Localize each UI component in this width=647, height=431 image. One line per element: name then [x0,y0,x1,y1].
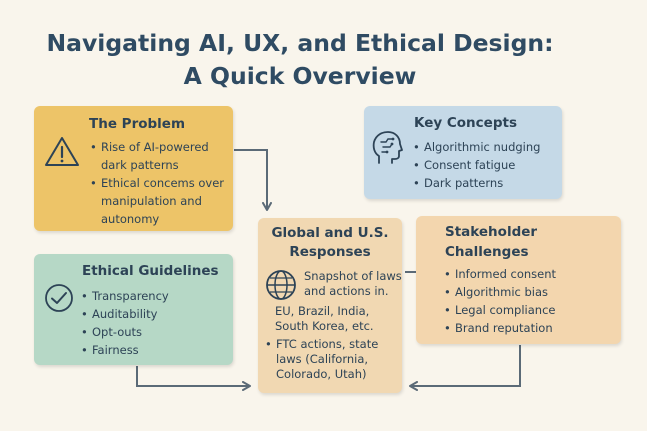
problem-heading: The Problem [89,116,186,132]
global-responses-card: Global and U.S. Responses Snapshot of la… [258,218,402,393]
stakeholder-heading-line-1: Stakeholder [445,224,538,240]
list-item: Auditability [81,305,169,323]
list-item: FTC actions, state laws (California, Col… [265,337,400,382]
global-countries-line-1: EU, Brazil, India, [275,304,370,318]
stakeholder-heading: Stakeholder Challenges [445,222,537,262]
list-item: Legal compliance [444,301,556,319]
list-item: Rise of AI-powered dark patterns [90,138,230,174]
list-item: Consent fatigue [413,156,540,174]
list-item: Fairness [81,341,169,359]
problem-bullets: Rise of AI-powered dark patterns Ethical… [90,138,230,228]
globe-icon [266,270,296,300]
global-countries-line-2: South Korea, etc. [275,319,374,333]
stakeholder-heading-line-2: Challenges [445,244,529,260]
key-concepts-bullets: Algorithmic nudging Consent fatigue Dark… [413,138,540,192]
list-item: Brand reputation [444,319,556,337]
global-intro: Snapshot of laws and actions in. [304,269,402,299]
ethics-bullets: Transparency Auditability Opt-outs Fairn… [81,287,169,359]
arrow-stakeholder-to-global [409,345,521,391]
ethical-guidelines-card: Ethical Guidelines Transparency Auditabi… [34,254,233,365]
arrow-ethics-to-global [136,366,251,391]
global-heading-line-2: Responses [289,244,371,260]
stakeholder-bullets: Informed consent Algorithmic bias Legal … [444,265,556,337]
ethics-heading: Ethical Guidelines [82,263,219,279]
head-circuit-icon [372,131,403,164]
key-concepts-card: Key Concepts Algorithmic nudging Consent… [364,106,562,199]
key-concepts-heading: Key Concepts [414,115,517,131]
list-item: Algorithmic nudging [413,138,540,156]
global-heading: Global and U.S. Responses [267,224,393,262]
arrow-problem-to-global [234,149,272,211]
list-item: Ethical concems over manipulation and au… [90,174,230,228]
global-countries: EU, Brazil, India, South Korea, etc. [275,304,374,334]
title-line-1: Navigating AI, UX, and Ethical Design: [46,29,554,57]
global-us-bullets: FTC actions, state laws (California, Col… [265,337,400,382]
global-intro-line-2: and actions in. [304,284,389,298]
global-intro-line-1: Snapshot of laws [304,269,402,283]
list-item: Dark patterns [413,174,540,192]
list-item: Informed consent [444,265,556,283]
problem-card: The Problem Rise of AI-powered dark patt… [34,106,233,231]
list-item: Opt-outs [81,323,169,341]
check-circle-icon [45,284,73,312]
list-item: Transparency [81,287,169,305]
warning-triangle-icon [45,137,79,166]
page-title: Navigating AI, UX, and Ethical Design: A… [0,27,600,93]
list-item: Algorithmic bias [444,283,556,301]
global-heading-line-1: Global and U.S. [271,225,389,241]
title-line-2: A Quick Overview [183,62,417,90]
stakeholder-card: Stakeholder Challenges Informed consent … [416,216,621,344]
